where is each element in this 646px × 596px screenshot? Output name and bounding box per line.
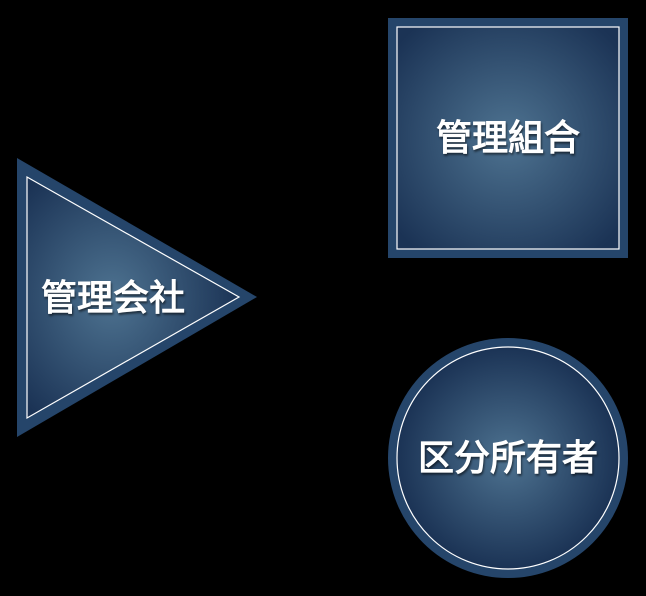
unit-owners-node: 区分所有者: [388, 338, 628, 578]
management-company-label: 管理会社: [40, 277, 185, 319]
unit-owners-label: 区分所有者: [417, 437, 598, 479]
management-association-label: 管理組合: [435, 117, 580, 159]
circle-shape: [388, 338, 628, 578]
triangle-shape: [17, 158, 257, 437]
management-association-node: 管理組合: [388, 18, 628, 258]
management-company-node: 管理会社: [17, 158, 258, 438]
square-shape: [388, 18, 628, 258]
